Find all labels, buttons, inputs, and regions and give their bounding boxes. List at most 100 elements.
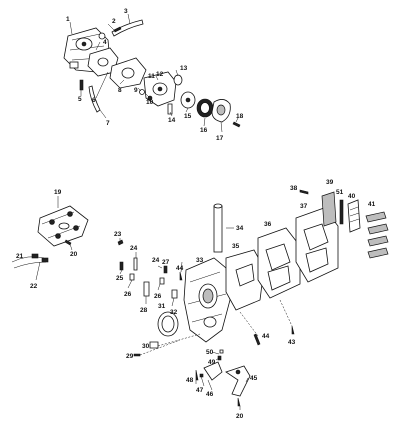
throttle-cable-21	[11, 253, 49, 281]
label-33: 33	[196, 257, 204, 264]
bracket-45	[225, 365, 251, 397]
tube-34	[213, 203, 234, 253]
label-37: 37	[300, 203, 308, 210]
label-35: 35	[232, 243, 240, 250]
label-40: 40	[348, 193, 356, 200]
diaphragm-15	[180, 91, 196, 109]
label-24: 24	[130, 245, 138, 252]
label-9: 9	[134, 87, 138, 94]
label-2: 2	[112, 18, 116, 25]
label-41: 41	[368, 201, 376, 208]
label-28: 28	[140, 307, 148, 314]
bracket-46	[203, 361, 223, 381]
label-27: 27	[162, 259, 170, 266]
carburetor-assembly	[63, 13, 241, 133]
clip-23	[117, 239, 124, 246]
label-49: 49	[208, 359, 216, 366]
lever-24	[133, 257, 138, 271]
label-4: 4	[103, 39, 107, 46]
gasket-ring-16	[196, 98, 214, 118]
label-13: 13	[180, 65, 188, 72]
label-46: 46	[206, 391, 214, 398]
screw-20-lower	[237, 397, 241, 407]
screw-5	[79, 79, 84, 91]
label-47: 47	[196, 387, 204, 394]
label-50: 50	[206, 349, 214, 356]
carburetor-gasket	[87, 47, 119, 77]
gasket-30	[149, 341, 159, 349]
reed-stop-39	[321, 191, 337, 227]
fitting-13	[173, 74, 183, 86]
label-31: 31	[158, 303, 166, 310]
label-17: 17	[216, 135, 224, 142]
spacer-26b	[159, 277, 165, 285]
screw-38	[299, 189, 309, 195]
label-10: 10	[146, 99, 154, 106]
washer-50	[219, 349, 224, 354]
label-16: 16	[200, 127, 208, 134]
label-21: 21	[16, 253, 24, 260]
label-26b: 26	[154, 293, 162, 300]
label-22: 22	[30, 283, 38, 290]
label-36: 36	[264, 221, 272, 228]
label-15: 15	[184, 113, 192, 120]
screw-43	[291, 325, 295, 335]
label-23: 23	[114, 231, 122, 238]
label-24b: 24	[152, 257, 160, 264]
label-7: 7	[106, 120, 110, 127]
label-34: 34	[236, 225, 244, 232]
screw-2	[113, 26, 122, 33]
adapter-plate	[109, 57, 147, 89]
label-38: 38	[290, 185, 298, 192]
fuel-hose-7	[88, 85, 101, 113]
label-44-lower: 44	[262, 333, 270, 340]
label-3: 3	[124, 8, 128, 15]
label-44-upper: 44	[176, 265, 184, 272]
label-43: 43	[288, 339, 296, 346]
label-19: 19	[54, 189, 62, 196]
screw-44-upper	[179, 271, 183, 281]
gasket-35	[225, 249, 265, 311]
bracket-assembly-19	[37, 196, 89, 251]
label-51: 51	[336, 189, 344, 196]
spacer-26a	[129, 273, 135, 281]
reed-set-40	[347, 199, 361, 233]
label-6: 6	[92, 97, 96, 104]
screw-18	[232, 121, 241, 128]
label-8: 8	[118, 87, 122, 94]
label-45: 45	[250, 375, 258, 382]
pump-cover-17	[211, 99, 231, 123]
label-48: 48	[186, 377, 194, 384]
screw-48	[195, 369, 199, 381]
screw-29	[133, 353, 141, 357]
bushing-27	[163, 265, 168, 274]
label-29: 29	[126, 353, 134, 360]
pin-51	[339, 199, 344, 225]
o-ring-31	[157, 311, 179, 337]
label-26a: 26	[124, 291, 132, 298]
reed-valves-41	[365, 211, 389, 259]
plunger-28	[143, 281, 150, 297]
label-30: 30	[142, 343, 150, 350]
label-5: 5	[78, 96, 82, 103]
reed-plate-36	[257, 227, 301, 299]
washer-47	[199, 373, 204, 378]
intake-manifold-33	[183, 257, 231, 343]
label-12: 12	[156, 71, 164, 78]
screw-49	[217, 355, 222, 361]
spring-14	[167, 103, 173, 115]
screw-44-lower	[253, 333, 261, 346]
label-39: 39	[326, 179, 334, 186]
label-20-upper: 20	[70, 251, 78, 258]
label-14: 14	[168, 117, 176, 124]
label-20-lower: 20	[236, 413, 244, 420]
label-25: 25	[116, 275, 124, 282]
label-32: 32	[170, 309, 178, 316]
spring-32	[171, 289, 178, 299]
linkage-parts	[117, 238, 183, 307]
fuel-hose-top	[111, 19, 144, 37]
label-18: 18	[236, 113, 244, 120]
link-25	[119, 261, 124, 271]
label-11: 11	[148, 73, 155, 80]
